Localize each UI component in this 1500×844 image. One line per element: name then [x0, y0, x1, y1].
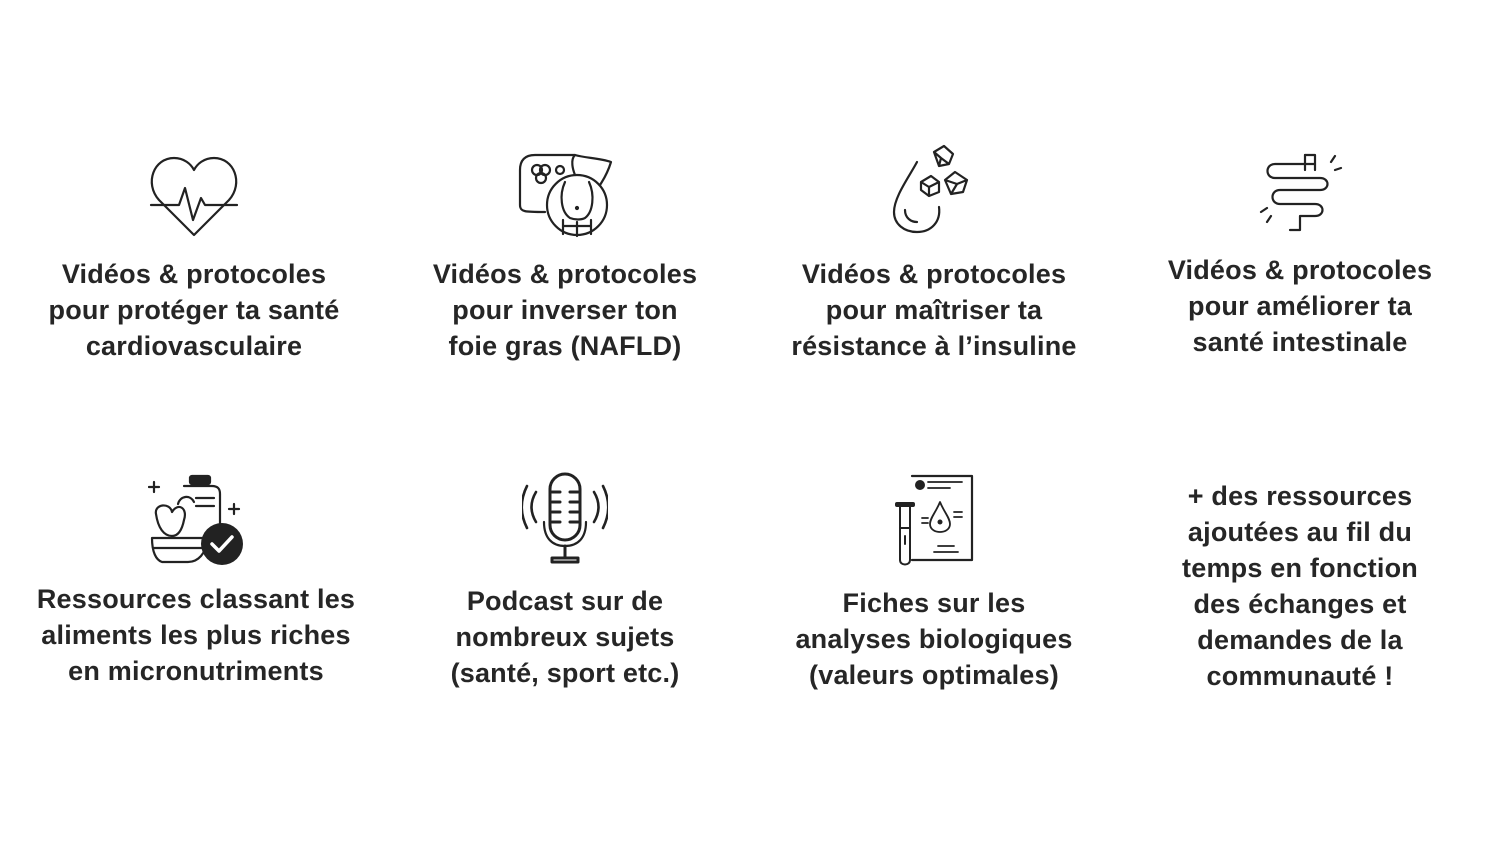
feature-gut-health: Vidéos & protocoles pour améliorer ta sa…: [1120, 150, 1480, 360]
feature-insulin: Vidéos & protocoles pour maîtriser ta ré…: [754, 142, 1114, 364]
feature-text-line: Vidéos & protocoles: [61, 259, 327, 289]
feature-text-line: temps en fonction: [1182, 553, 1418, 583]
drop-sugar-cubes-icon: [892, 144, 969, 234]
vegetables-checklist-icon: [148, 474, 243, 565]
feature-text-line: cardiovasculaire: [85, 331, 303, 361]
microphone-icon: [522, 472, 608, 564]
feature-text-line: foie gras (NAFLD): [448, 331, 682, 361]
feature-text-line: aliments les plus riches: [41, 620, 351, 650]
feature-text-line: + des ressources: [1187, 481, 1413, 511]
feature-text-line: demandes de la: [1197, 625, 1403, 655]
feature-text-line: pour améliorer ta: [1188, 291, 1412, 321]
intestine-icon: [1259, 153, 1343, 232]
liver-belly-icon: [518, 153, 613, 238]
feature-text-line: pour inverser ton: [452, 295, 678, 325]
feature-micronutrients: Ressources classant les aliments les plu…: [16, 474, 376, 689]
feature-text-line: communauté !: [1206, 661, 1394, 691]
feature-text-line: Vidéos & protocoles: [801, 259, 1067, 289]
feature-text-line: en micronutriments: [68, 656, 324, 686]
feature-text-line: (valeurs optimales): [809, 660, 1059, 690]
feature-text-line: Ressources classant les: [36, 584, 356, 614]
feature-text-line: (santé, sport etc.): [450, 658, 680, 688]
feature-text-line: pour maîtriser ta: [825, 295, 1043, 325]
feature-text-line: résistance à l’insuline: [791, 331, 1077, 361]
feature-text-line: Vidéos & protocoles: [1167, 255, 1433, 285]
feature-text-line: pour protéger ta santé: [48, 295, 340, 325]
feature-fatty-liver: Vidéos & protocoles pour inverser ton fo…: [385, 150, 745, 364]
feature-text-line: Vidéos & protocoles: [432, 259, 698, 289]
feature-text-line: analyses biologiques: [795, 624, 1073, 654]
feature-text-line: ajoutées au fil du: [1187, 517, 1413, 547]
feature-text-line: Fiches sur les: [842, 588, 1026, 618]
feature-text-line: Podcast sur de: [466, 586, 664, 616]
feature-text-line: nombreux sujets: [455, 622, 675, 652]
feature-lab-tests: Fiches sur les analyses biologiques (val…: [754, 472, 1114, 693]
heart-pulse-icon: [149, 156, 239, 237]
feature-podcast: Podcast sur de nombreux sujets (santé, s…: [385, 472, 745, 691]
feature-text-line: santé intestinale: [1192, 327, 1408, 357]
feature-more-resources: + des ressources ajoutées au fil du temp…: [1120, 478, 1480, 694]
feature-text-line: des échanges et: [1193, 589, 1407, 619]
lab-report-icon: [895, 474, 974, 566]
feature-cardiovascular: Vidéos & protocoles pour protéger ta san…: [14, 150, 374, 364]
